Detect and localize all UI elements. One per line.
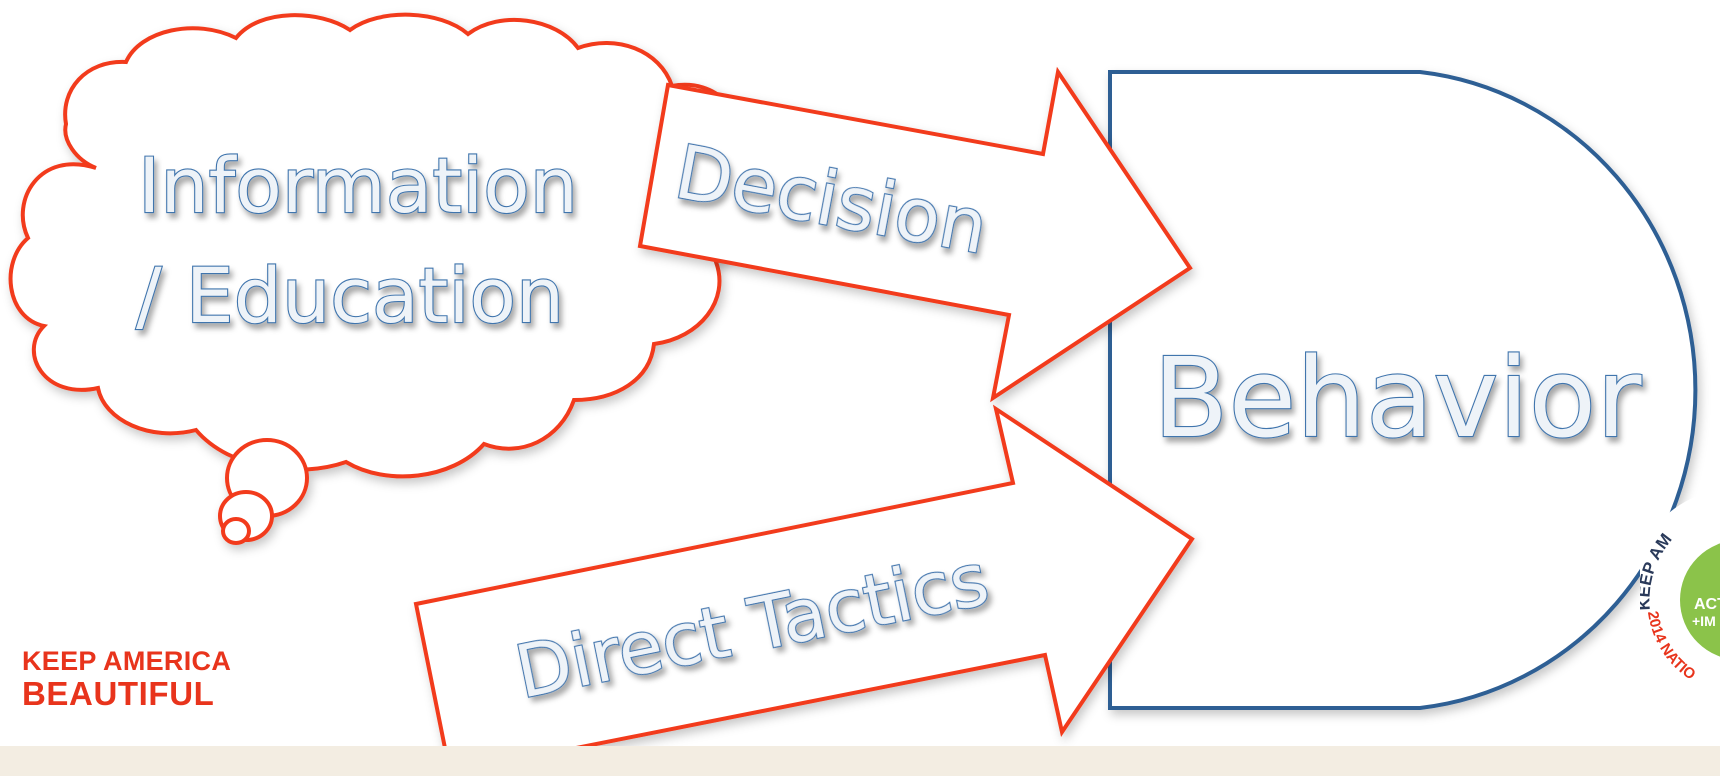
decision-arrow: [637, 66, 1193, 403]
brand-logo: KEEP AMERICA BEAUTIFUL: [22, 646, 232, 712]
thought-bubble-small: [221, 517, 251, 545]
cloud-label-line1: Information: [138, 141, 578, 230]
behavior-label: Behavior: [1153, 334, 1642, 462]
behavior-shape: [1108, 70, 1698, 710]
seal-center-line2: +IM: [1692, 613, 1716, 629]
seal-center-line1: ACT: [1694, 596, 1720, 613]
footer-band: [0, 746, 1720, 776]
seal-icon: KEEP AM 2014 NATIO ACT +IM: [1640, 489, 1720, 711]
thought-cloud: [8, 12, 758, 545]
brand-line1: KEEP AMERICA: [22, 646, 232, 676]
brand-line2: BEAUTIFUL: [22, 675, 215, 712]
cloud-label-line2: / Education: [136, 251, 564, 340]
